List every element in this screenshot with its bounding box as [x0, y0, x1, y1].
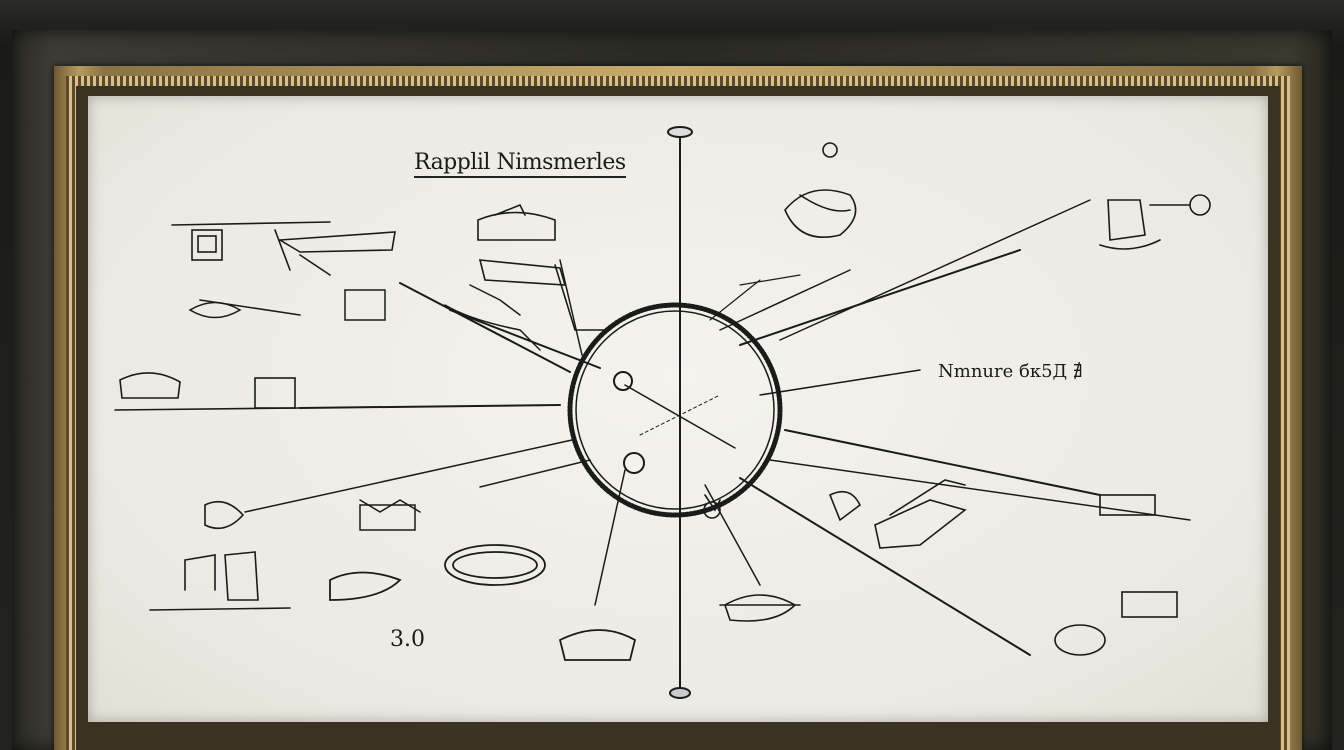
branch-line	[739, 249, 1021, 346]
doodle-right-cluster	[828, 479, 1178, 656]
branch-line	[769, 459, 1191, 521]
doodle-bottom-right-pod	[703, 494, 801, 622]
right-branch-label: Nmnure бк5Д ∄	[938, 361, 1083, 382]
branch-line	[559, 259, 583, 356]
bottom-number-label: 3.0	[390, 627, 425, 652]
branch-line	[739, 477, 1031, 656]
doodle-bottom-left	[149, 500, 291, 611]
pole-top-cap	[667, 126, 693, 138]
hub-node-upper	[613, 371, 633, 391]
branch-line	[399, 282, 571, 373]
doodle-top-center	[477, 203, 611, 331]
doodle-mid-left-blocks	[344, 284, 541, 531]
board-title: Rapplil Nimsmerles	[414, 150, 626, 178]
hub-node-lower	[623, 452, 645, 474]
branch-line	[594, 469, 626, 606]
branch-line	[449, 309, 601, 369]
central-hub-circle	[567, 302, 783, 518]
doodle-top-right-basin	[784, 142, 1211, 250]
branch-line	[719, 269, 851, 331]
branch-line	[779, 199, 1091, 341]
doodle-top-left	[171, 221, 396, 276]
branch-line	[299, 404, 561, 409]
sketch-canvas	[88, 96, 1268, 722]
branch-line	[709, 279, 761, 321]
doodle-bottom-center-ring	[329, 544, 637, 661]
doodle-left-eye	[188, 299, 301, 319]
pole-bottom-cap	[669, 687, 691, 699]
branch-line	[739, 274, 801, 286]
doodle-left-device	[114, 372, 301, 411]
branch-line	[759, 369, 921, 396]
branch-line	[784, 429, 1101, 496]
branch-line	[479, 459, 591, 488]
branch-line	[244, 439, 573, 513]
